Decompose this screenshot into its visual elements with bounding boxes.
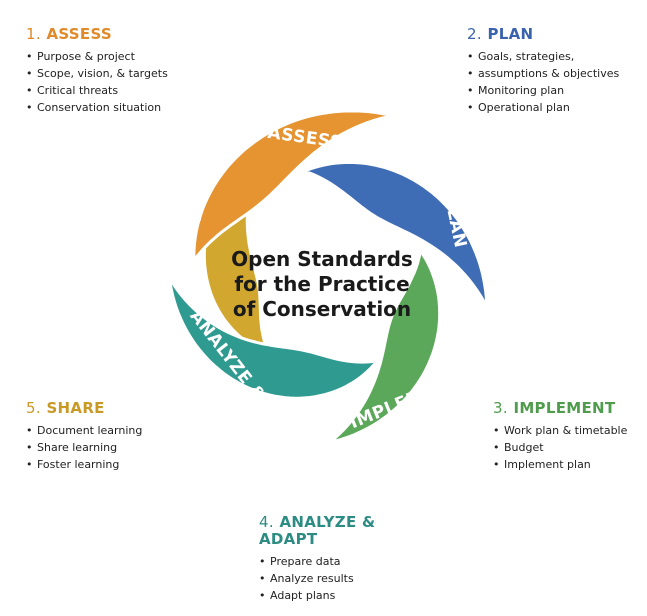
share-heading: 5. SHARE <box>26 400 142 417</box>
list-item: Operational plan <box>467 99 619 116</box>
plan-heading: 2. PLAN <box>467 26 619 43</box>
list-item: Scope, vision, & targets <box>26 65 168 82</box>
implement-title: IMPLEMENT <box>513 399 616 417</box>
assess-heading: 1. ASSESS <box>26 26 168 43</box>
analyze-heading: 4. ANALYZE & ADAPT <box>259 514 409 548</box>
analyze-number: 4. <box>259 513 274 531</box>
analyze-segment <box>166 227 378 400</box>
list-item: Work plan & timetable <box>493 422 627 439</box>
implement-list: Work plan & timetable Budget Implement p… <box>493 422 627 473</box>
list-item: Analyze results <box>259 570 409 587</box>
plan-list: Goals, strategies, assumptions & objecti… <box>467 48 619 116</box>
list-item: Goals, strategies, <box>467 48 619 65</box>
list-item: Share learning <box>26 439 142 456</box>
analyze-block: 4. ANALYZE & ADAPT Prepare data Analyze … <box>259 514 409 605</box>
implement-heading: 3. IMPLEMENT <box>493 400 627 417</box>
plan-block: 2. PLAN Goals, strategies, assumptions &… <box>467 26 619 117</box>
list-item: Prepare data <box>259 553 409 570</box>
implement-block: 3. IMPLEMENT Work plan & timetable Budge… <box>493 400 627 474</box>
list-item: Foster learning <box>26 456 142 473</box>
share-list: Document learning Share learning Foster … <box>26 422 142 473</box>
assess-block: 1. ASSESS Purpose & project Scope, visio… <box>26 26 168 117</box>
assess-number: 1. <box>26 25 41 43</box>
list-item: Monitoring plan <box>467 82 619 99</box>
list-item: Purpose & project <box>26 48 168 65</box>
share-block: 5. SHARE Document learning Share learnin… <box>26 400 142 474</box>
share-title: SHARE <box>46 399 105 417</box>
list-item: Implement plan <box>493 456 627 473</box>
plan-number: 2. <box>467 25 482 43</box>
list-item: Adapt plans <box>259 587 409 604</box>
assess-segment <box>192 109 437 260</box>
assess-title: ASSESS <box>46 25 112 43</box>
share-number: 5. <box>26 399 41 417</box>
implement-number: 3. <box>493 399 508 417</box>
list-item: assumptions & objectives <box>467 65 619 82</box>
list-item: Document learning <box>26 422 142 439</box>
plan-segment <box>305 160 489 352</box>
analyze-title: ANALYZE & ADAPT <box>259 513 376 548</box>
list-item: Conservation situation <box>26 99 168 116</box>
plan-title: PLAN <box>487 25 534 43</box>
center-title-line-2: for the Practice <box>234 272 409 296</box>
implement-segment <box>286 251 442 449</box>
center-title-line-3: of Conservation <box>233 297 411 321</box>
assess-list: Purpose & project Scope, vision, & targe… <box>26 48 168 116</box>
list-item: Critical threats <box>26 82 168 99</box>
analyze-list: Prepare data Analyze results Adapt plans <box>259 553 409 604</box>
list-item: Budget <box>493 439 627 456</box>
center-title-line-1: Open Standards <box>231 247 413 271</box>
